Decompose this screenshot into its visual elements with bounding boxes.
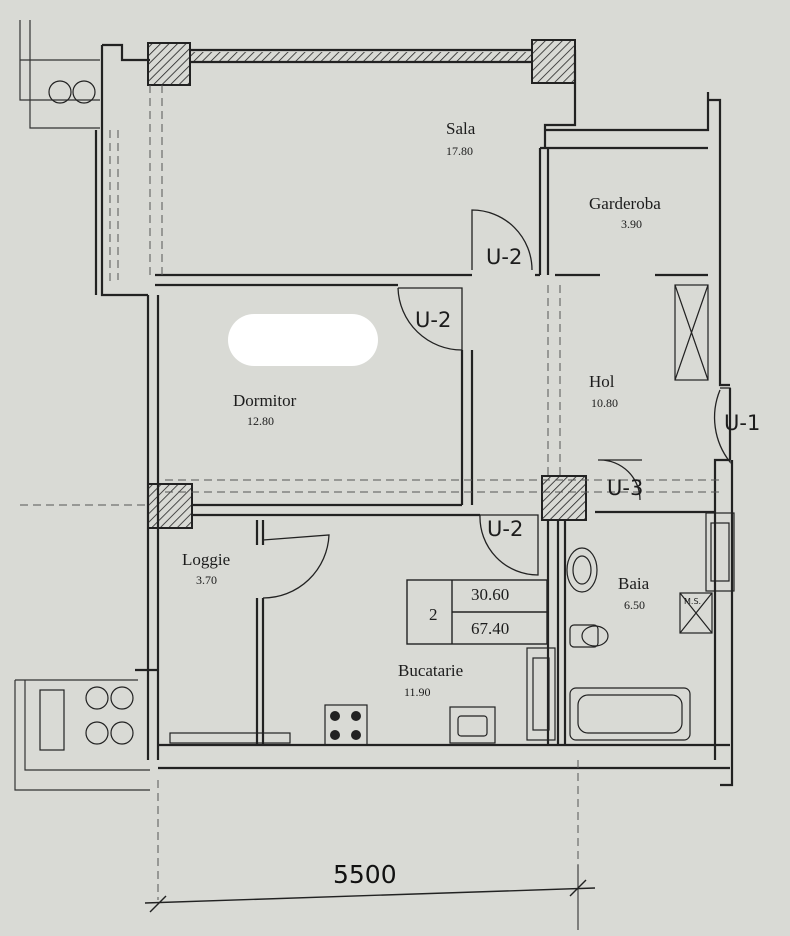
room-area-sala: 17.80 — [446, 144, 473, 158]
door-label-entrance: U-1 — [724, 411, 760, 435]
room-area-bucatarie: 11.90 — [404, 685, 431, 699]
area-legend: 2 30.60 67.40 — [406, 579, 548, 645]
room-name-hol: Hol — [589, 372, 615, 391]
room-name-garderoba: Garderoba — [589, 194, 661, 213]
door-label-baia: U-3 — [607, 476, 643, 500]
room-area-garderoba: 3.90 — [621, 217, 642, 231]
toilet-icon — [569, 624, 599, 648]
room-labels: Sala 17.80 Garderoba 3.90 Dormitor 12.80… — [182, 119, 661, 699]
room-name-bucatarie: Bucatarie — [398, 661, 463, 680]
door-label-dormitor: U-2 — [415, 308, 451, 332]
room-area-hol: 10.80 — [591, 396, 618, 410]
redacted-area — [228, 314, 378, 366]
room-name-loggie: Loggie — [182, 550, 230, 569]
ac-units — [39, 80, 134, 751]
fixtures — [169, 284, 735, 746]
bathtub-icon — [569, 687, 691, 741]
wardrobe-cabinet — [674, 284, 709, 381]
legend-rooms-count: 2 — [429, 605, 438, 624]
door-swings — [262, 209, 731, 599]
door-labels: U-2 U-2 U-1 U-3 U-2 — [415, 245, 760, 541]
legend-living-area: 30.60 — [471, 585, 509, 604]
door-label-sala: U-2 — [486, 245, 522, 269]
dimension-line: 5500 — [144, 860, 596, 930]
door-label-bucatarie: U-2 — [487, 517, 523, 541]
sink-icon — [566, 547, 598, 593]
ms-box — [679, 592, 713, 634]
kitchen-radiator — [526, 647, 556, 741]
room-area-baia: 6.50 — [624, 598, 645, 612]
dimension-label: 5500 — [333, 860, 397, 889]
dashed-guides — [20, 85, 720, 930]
room-name-baia: Baia — [618, 574, 650, 593]
legend-total-area: 67.40 — [471, 619, 509, 638]
room-name-sala: Sala — [446, 119, 476, 138]
room-area-loggie: 3.70 — [196, 573, 217, 587]
loggie-sill — [169, 732, 291, 744]
stove-icon — [324, 704, 368, 746]
room-name-dormitor: Dormitor — [233, 391, 297, 410]
kitchen-sink-icon — [449, 706, 496, 744]
bathroom-radiator — [705, 512, 735, 592]
ms-label: M.S. — [684, 597, 701, 606]
room-area-dormitor: 12.80 — [247, 414, 274, 428]
interior-walls — [155, 146, 715, 745]
